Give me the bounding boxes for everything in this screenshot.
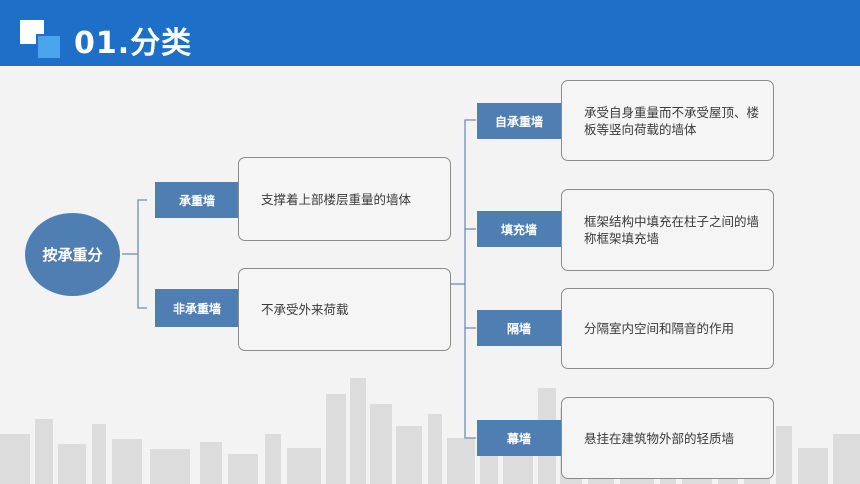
card-load-bearing-wall: 支撑着上部楼层重量的墙体: [238, 157, 451, 241]
node-load-bearing-wall: 承重墙: [155, 182, 239, 218]
card-non-load-bearing-wall: 不承受外来荷载: [238, 268, 451, 351]
page-title: 01.分类: [74, 26, 193, 61]
node-non-load-bearing-wall: 非承重墙: [155, 289, 239, 327]
card-infill-wall: 框架结构中填充在柱子之间的墙称框架填充墙: [561, 189, 774, 271]
header-bar: 01.分类: [0, 0, 860, 66]
node-infill-wall: 填充墙: [477, 211, 561, 247]
node-curtain-wall: 幕墙: [477, 420, 561, 456]
card-curtain-wall: 悬挂在建筑物外部的轻质墙: [561, 397, 774, 479]
card-self-bearing-wall: 承受自身重量而不承受屋顶、楼板等竖向荷载的墙体: [561, 80, 774, 161]
node-partition-wall: 隔墙: [477, 310, 561, 346]
logo-square-front: [36, 34, 62, 60]
node-self-bearing-wall: 自承重墙: [477, 103, 561, 139]
card-partition-wall: 分隔室内空间和隔音的作用: [561, 288, 774, 369]
root-node: 按承重分: [25, 213, 120, 296]
